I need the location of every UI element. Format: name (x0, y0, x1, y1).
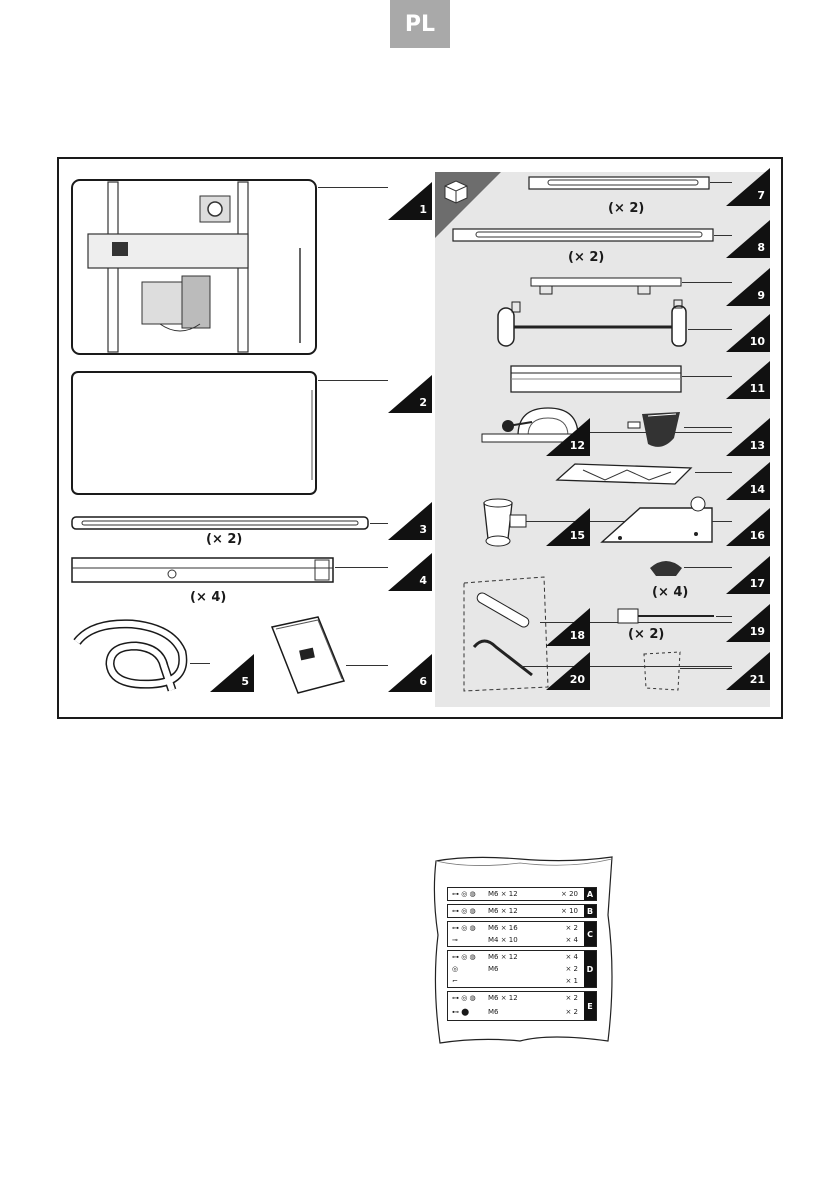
hardware-letter-d: D (584, 951, 596, 987)
hardware-qty: × 1 (548, 977, 578, 985)
part-number-17: 17 (726, 556, 770, 594)
hardware-group-a: ⊶ ◎ ◍ M6 × 12 × 20 A (447, 887, 597, 901)
part-number-11: 11 (726, 361, 770, 399)
screw-icon: ⊶ ◎ ◍ (448, 890, 488, 898)
quantity-label-7: (× 2) (608, 201, 644, 216)
hardware-size: M6 × 12 (488, 907, 548, 915)
part-number-16: 16 (726, 508, 770, 546)
part-bag-21 (642, 650, 682, 692)
hardware-qty: × 4 (548, 953, 578, 961)
part-rail-short (70, 515, 370, 531)
hardware-group-c: ⊶ ◎ ◍ M6 × 16 × 2 ⊸ M4 × 10 × 4 C (447, 921, 597, 947)
part-number-6: 6 (388, 654, 432, 692)
hardware-size: M6 × 12 (488, 890, 548, 898)
part-number-10: 10 (726, 314, 770, 352)
hardware-row: ⊶ ◎ ◍ M6 × 12 × 10 (448, 905, 596, 917)
quantity-label-4: (× 4) (190, 590, 226, 605)
part-rail-8 (452, 228, 714, 242)
hardware-table: ⊶ ◎ ◍ M6 × 12 × 20 A ⊶ ◎ ◍ M6 × 12 × 10 … (447, 887, 597, 1024)
part-table-top (70, 370, 318, 496)
part-number-12: 12 (546, 418, 590, 456)
quantity-label-8: (× 2) (568, 250, 604, 265)
hardware-group-d: ⊶ ◎ ◍ M6 × 12 × 4 ◎ M6 × 2 ⌐ × 1 D (447, 950, 597, 988)
hardware-qty: × 20 (548, 890, 578, 898)
hardware-row: ⊶ ◎ ◍ M6 × 12 × 4 (448, 951, 596, 963)
hardware-size: M6 × 12 (488, 994, 548, 1002)
part-number-1: 1 (388, 182, 432, 220)
language-tab: PL (390, 0, 450, 48)
part-manual (268, 615, 348, 695)
part-number-8: 8 (726, 220, 770, 258)
part-wheel-axle (498, 300, 688, 350)
hardware-row: ◎ M6 × 2 (448, 963, 596, 975)
part-number-13: 13 (726, 418, 770, 456)
screw-icon: ⊶ ◎ ◍ (448, 953, 488, 961)
part-number-9: 9 (726, 268, 770, 306)
part-bag-18-20 (460, 575, 550, 695)
hardware-row: ⊷ ⬤ M6 × 2 (448, 1004, 596, 1020)
hardware-group-e: ⊶ ◎ ◍ M6 × 12 × 2 ⊷ ⬤ M6 × 2 E (447, 991, 597, 1021)
box-icon (441, 176, 471, 206)
hardware-row: ⊶ ◎ ◍ M6 × 16 × 2 (448, 922, 596, 934)
part-riving-plate (600, 496, 720, 546)
hardware-row: ⊶ ◎ ◍ M6 × 12 × 2 (448, 992, 596, 1004)
part-number-7: 7 (726, 168, 770, 206)
part-number-18: 18 (546, 608, 590, 646)
part-number-3: 3 (388, 502, 432, 540)
hardware-size: M6 (488, 1008, 548, 1016)
part-number-21: 21 (726, 652, 770, 690)
hardware-row: ⊸ M4 × 10 × 4 (448, 934, 596, 946)
hardware-qty: × 4 (548, 936, 578, 944)
part-support-14 (555, 460, 695, 490)
hardware-qty: × 10 (548, 907, 578, 915)
hardware-size: M6 (488, 965, 548, 973)
hardware-letter-a: A (584, 888, 596, 900)
part-number-2: 2 (388, 375, 432, 413)
hardware-group-b: ⊶ ◎ ◍ M6 × 12 × 10 B (447, 904, 597, 918)
hardware-size: M6 × 12 (488, 953, 548, 961)
knob-bolt-icon: ⊷ ⬤ (448, 1008, 488, 1016)
hardware-qty: × 2 (548, 994, 578, 1002)
part-number-14: 14 (726, 462, 770, 500)
small-screw-icon: ⊸ (448, 936, 488, 944)
quantity-label-3: (× 2) (206, 532, 242, 547)
screw-icon: ⊶ ◎ ◍ (448, 907, 488, 915)
hardware-letter-b: B (584, 905, 596, 917)
part-leg-bar (70, 556, 335, 584)
part-number-19: 19 (726, 604, 770, 642)
part-number-4: 4 (388, 553, 432, 591)
part-number-20: 20 (546, 652, 590, 690)
hex-key-icon: ⌐ (448, 977, 488, 985)
part-blade-guard (624, 408, 684, 452)
hardware-size: M6 × 16 (488, 924, 548, 932)
part-profile-11 (510, 365, 682, 393)
washer-icon: ◎ (448, 965, 488, 973)
hardware-row: ⊶ ◎ ◍ M6 × 12 × 20 (448, 888, 596, 900)
hardware-qty: × 2 (548, 965, 578, 973)
hardware-letter-e: E (584, 992, 596, 1020)
part-number-5: 5 (210, 654, 254, 692)
part-dust-port (478, 495, 538, 551)
hardware-letter-c: C (584, 922, 596, 946)
part-foot-17 (648, 556, 684, 578)
hardware-qty: × 2 (548, 1008, 578, 1016)
part-rail-7 (528, 176, 710, 190)
hardware-qty: × 2 (548, 924, 578, 932)
part-guide-9 (530, 277, 682, 295)
screw-icon: ⊶ ◎ ◍ (448, 994, 488, 1002)
part-dust-hose (72, 612, 192, 694)
part-clamp-19 (616, 607, 716, 627)
part-saw-base (70, 178, 318, 356)
hardware-size: M4 × 10 (488, 936, 548, 944)
quantity-label-17: (× 4) (652, 585, 688, 600)
hardware-row: ⌐ × 1 (448, 975, 596, 987)
quantity-label-19: (× 2) (628, 627, 664, 642)
screw-icon: ⊶ ◎ ◍ (448, 924, 488, 932)
part-number-15: 15 (546, 508, 590, 546)
